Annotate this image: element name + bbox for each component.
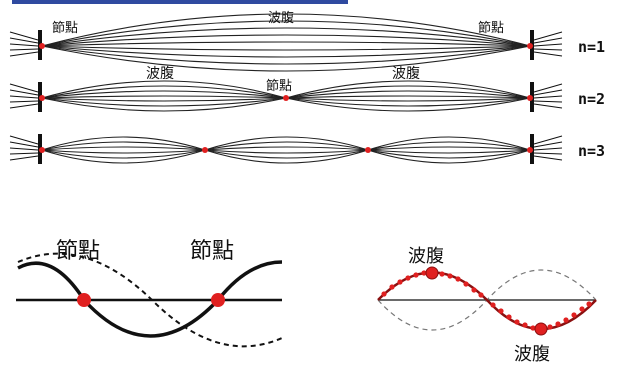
- wave-solid: [377, 271, 597, 331]
- node-dot: [39, 95, 45, 101]
- row-n3: n=3: [9, 134, 605, 164]
- node-dot: [527, 95, 533, 101]
- left-wall-n3: [9, 134, 42, 164]
- string-envelope-n3: [41, 136, 531, 164]
- node-dot: [77, 293, 91, 307]
- node-dot: [211, 293, 225, 307]
- mode-label-n2: n=2: [578, 90, 605, 108]
- right-wall-n3: [530, 134, 563, 164]
- mode-label-n1: n=1: [578, 38, 605, 56]
- node-label-large: 節點: [56, 239, 100, 264]
- node-dot: [283, 95, 289, 101]
- antinode-label: 波腹: [392, 65, 420, 82]
- node-dot: [365, 147, 371, 153]
- string-envelope-n2: [41, 80, 531, 112]
- antinode-label-large: 波腹: [408, 246, 444, 267]
- antinodes-illustration: 波腹 波腹: [377, 246, 597, 365]
- node-dot: [39, 147, 45, 153]
- right-wall-n2: [530, 82, 563, 112]
- antinode-dot: [425, 266, 439, 280]
- node-dot: [202, 147, 208, 153]
- node-dot: [527, 147, 533, 153]
- wave-solid: [17, 260, 283, 338]
- title-underline: [12, 0, 348, 4]
- node-dot: [527, 43, 533, 49]
- node-label: 節點: [266, 79, 292, 94]
- nodes-illustration: 節點 節點: [16, 239, 283, 348]
- string-envelope-n1: [41, 13, 531, 72]
- left-wall-n2: [9, 82, 42, 112]
- node-label: 節點: [478, 21, 504, 36]
- antinode-label: 波腹: [268, 10, 294, 26]
- particle-dots: [381, 270, 592, 331]
- node-label: 節點: [52, 21, 78, 36]
- antinode-label-large: 波腹: [514, 344, 550, 365]
- row-n2: 波腹 波腹 節點 n=2: [9, 65, 605, 112]
- node-label-large: 節點: [190, 239, 234, 264]
- node-dot: [39, 43, 45, 49]
- left-wall-n1: [9, 30, 42, 60]
- mode-label-n3: n=3: [578, 142, 605, 160]
- antinode-dot: [534, 322, 548, 336]
- wave-dashed: [17, 252, 283, 348]
- right-wall-n1: [530, 30, 563, 60]
- row-n1: 節點 節點 波腹 n=1: [9, 10, 605, 72]
- antinode-label: 波腹: [146, 65, 174, 82]
